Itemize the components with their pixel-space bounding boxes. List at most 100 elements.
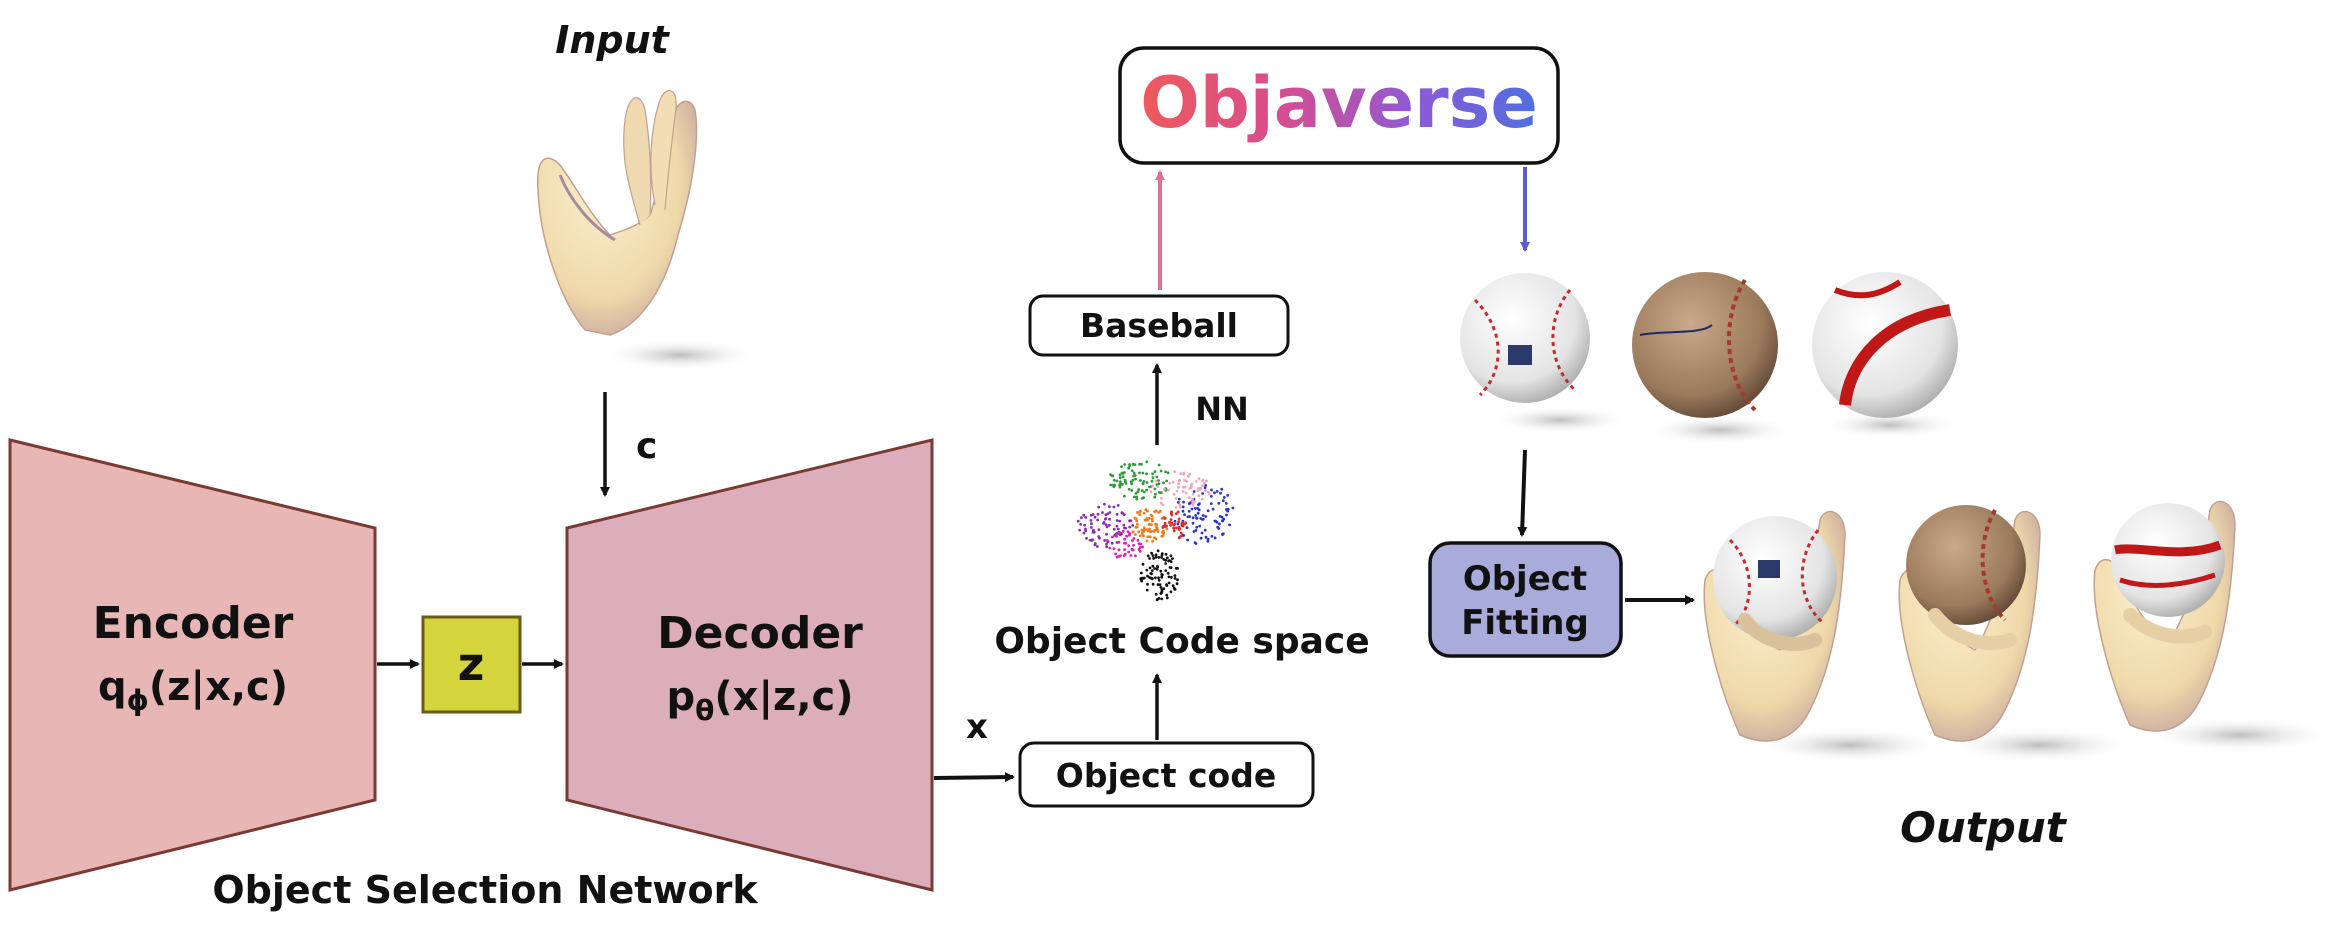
code-point	[1178, 479, 1181, 483]
code-point	[1182, 500, 1185, 504]
code-point	[1164, 470, 1167, 474]
code-point	[1084, 529, 1087, 533]
code-point	[1142, 534, 1145, 537]
code-point	[1127, 466, 1130, 470]
code-point	[1123, 537, 1127, 541]
code-point	[1149, 576, 1153, 580]
code-point	[1154, 522, 1157, 526]
decoder-formula-rest: (x|z,c)	[714, 674, 853, 721]
code-point	[1184, 521, 1188, 525]
code-point	[1080, 516, 1083, 520]
output-label: Output	[1900, 803, 2068, 852]
code-point	[1219, 491, 1222, 495]
code-point	[1125, 534, 1129, 538]
code-point	[1137, 530, 1140, 534]
code-point	[1141, 471, 1145, 475]
code-point	[1188, 487, 1192, 490]
code-point	[1134, 525, 1138, 529]
code-point	[1166, 471, 1170, 475]
code-point	[1142, 480, 1146, 483]
code-point	[1162, 487, 1166, 491]
code-point	[1156, 565, 1159, 569]
code-point	[1076, 519, 1080, 523]
code-point	[1160, 553, 1164, 557]
code-point	[1222, 496, 1226, 499]
object-fitting-line2: Fitting	[1461, 603, 1589, 643]
code-point	[1185, 526, 1189, 530]
code-point	[1215, 490, 1219, 493]
retrieved-baseball-1	[1460, 273, 1630, 434]
code-point	[1148, 485, 1151, 489]
code-point	[1194, 480, 1198, 483]
code-point	[1142, 511, 1146, 515]
code-point	[1162, 481, 1165, 485]
object-code-label: Object code	[1056, 756, 1276, 795]
code-point	[1173, 522, 1176, 526]
objaverse-box	[1118, 46, 1560, 165]
code-point	[1112, 505, 1116, 509]
code-point	[1173, 588, 1177, 591]
encoder-formula-rest: (z|x,c)	[149, 664, 288, 711]
code-point	[1138, 534, 1142, 538]
code-point	[1199, 517, 1203, 520]
code-point	[1206, 537, 1210, 541]
code-point	[1201, 492, 1204, 495]
code-point	[1120, 465, 1123, 468]
code-point	[1177, 485, 1180, 489]
output-grasp-3	[2093, 500, 2335, 753]
baseball-box	[1028, 294, 1290, 357]
code-point	[1215, 520, 1219, 524]
code-point	[1129, 519, 1133, 523]
code-point	[1201, 479, 1204, 483]
code-point	[1141, 562, 1145, 566]
code-point	[1112, 527, 1116, 531]
code-point	[1165, 527, 1169, 531]
code-point	[1089, 519, 1093, 522]
code-point	[1118, 519, 1122, 523]
code-point	[1130, 469, 1134, 473]
code-point	[1164, 562, 1168, 565]
code-point	[1115, 524, 1119, 528]
encoder-formula-main: q	[98, 664, 127, 710]
code-point	[1159, 586, 1163, 589]
code-point	[1188, 501, 1192, 505]
code-point	[1194, 507, 1197, 510]
code-point	[1156, 485, 1160, 488]
code-point	[1115, 512, 1119, 516]
code-point	[1111, 535, 1114, 539]
code-point	[1154, 528, 1158, 532]
code-point	[1115, 479, 1119, 483]
code-point	[1142, 526, 1146, 530]
code-point	[1172, 492, 1176, 496]
code-point	[1146, 509, 1149, 513]
code-point	[1151, 519, 1154, 523]
code-point	[1169, 524, 1172, 527]
code-point	[1156, 583, 1160, 586]
code-point	[1089, 526, 1093, 529]
code-point	[1110, 541, 1114, 545]
code-point	[1173, 574, 1177, 577]
code-point	[1187, 509, 1191, 513]
code-point	[1146, 582, 1149, 586]
code-point	[1123, 552, 1127, 556]
code-point	[1164, 552, 1168, 556]
code-point	[1105, 532, 1108, 536]
code-point	[1225, 513, 1228, 517]
code-point	[1172, 529, 1176, 533]
decoder-to-code-arrow	[933, 772, 1015, 783]
code-point	[1109, 483, 1113, 487]
code-point	[1192, 530, 1196, 533]
code-point	[1096, 512, 1100, 516]
code-point	[1092, 530, 1096, 534]
code-point	[1218, 522, 1221, 526]
code-point	[1121, 529, 1125, 533]
code-point	[1108, 505, 1111, 509]
code-point	[1123, 480, 1127, 484]
code-point	[1148, 566, 1152, 570]
code-point	[1120, 532, 1123, 536]
code-point	[1108, 517, 1111, 521]
code-point	[1101, 511, 1104, 514]
code-point	[1143, 518, 1147, 522]
code-point	[1226, 494, 1230, 497]
code-point	[1160, 556, 1163, 559]
